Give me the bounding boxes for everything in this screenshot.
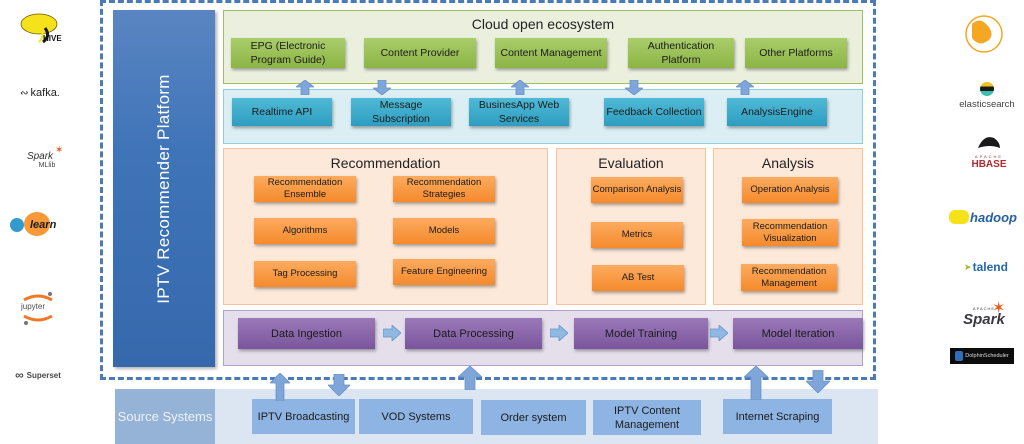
talend-logo: ➤ talend: [964, 260, 1008, 274]
sklearn-logo: learn: [8, 210, 68, 240]
arrow-down-icon: [373, 80, 391, 95]
rec-item-strategies: Recommendation Strategies: [393, 176, 495, 202]
jupyter-logo: jupyter: [18, 290, 58, 326]
service-message-subscription: Message Subscription: [351, 98, 451, 126]
arrow-right-icon: [550, 325, 568, 341]
rec-item-models: Models: [393, 218, 495, 244]
source-iptv-broadcasting: IPTV Broadcasting: [252, 399, 355, 434]
spark-logo: APACHE Spark ✶: [963, 300, 1006, 328]
cloud-item-epg: EPG (Electronic Program Guide): [231, 38, 345, 68]
source-iptv-content-management: IPTV Content Management: [593, 400, 701, 435]
rec-item-feature-engineering: Feature Engineering: [393, 259, 495, 285]
service-feedback-collection: Feedback Collection: [604, 98, 704, 126]
platform-title: IPTV Recommender Platform: [154, 73, 173, 304]
analysis-title: Analysis: [761, 155, 815, 171]
source-order-system: Order system: [481, 400, 586, 435]
hive-logo: HIVE: [15, 10, 65, 45]
superset-logo: ∞ Superset: [15, 368, 61, 382]
arrow-up-icon: [744, 366, 768, 400]
arrow-up-icon: [736, 80, 754, 95]
platform-boundary: [100, 0, 876, 380]
arrow-right-icon: [383, 325, 401, 341]
analysis-item-management: Recommendation Management: [741, 264, 837, 291]
cloud-ecosystem-title: Cloud open ecosystem: [471, 16, 615, 32]
recommendation-title: Recommendation: [330, 155, 441, 171]
rec-item-algorithms: Algorithms: [254, 218, 356, 244]
source-internet-scraping: Internet Scraping: [723, 399, 832, 434]
pipeline-data-ingestion: Data Ingestion: [238, 318, 375, 349]
arrow-up-icon: [296, 80, 314, 95]
eval-item-comparison-analysis: Comparison Analysis: [591, 177, 683, 203]
source-systems-title: Source Systems: [115, 389, 215, 444]
arrow-up-icon: [511, 80, 529, 95]
analysis-item-visualization: Recommendation Visualization: [742, 219, 838, 246]
pipeline-model-iteration: Model Iteration: [733, 318, 863, 349]
eval-item-metrics: Metrics: [591, 222, 683, 248]
pipeline-data-processing: Data Processing: [405, 318, 542, 349]
arrow-down-icon: [625, 80, 643, 95]
platform-bar: IPTV Recommender Platform: [113, 10, 215, 367]
arrow-down-icon: [328, 374, 350, 396]
evaluation-title: Evaluation: [598, 155, 664, 171]
analysis-item-operation: Operation Analysis: [742, 177, 838, 203]
kylin-logo: [962, 12, 1006, 54]
hadoop-logo: hadoop: [946, 206, 1020, 228]
elasticsearch-logo: elasticsearch: [952, 78, 1022, 114]
rec-item-tag-processing: Tag Processing: [254, 261, 356, 287]
hbase-logo: APACHE HBASE: [962, 136, 1016, 170]
eval-item-ab-test: AB Test: [592, 265, 684, 291]
arrow-up-icon: [270, 373, 290, 401]
cloud-item-other-platforms: Other Platforms: [745, 38, 847, 68]
arrow-up-icon: [458, 366, 482, 390]
cloud-item-authentication-platform: Authentication Platform: [628, 38, 734, 68]
rec-item-ensemble: Recommendation Ensemble: [254, 176, 356, 202]
source-vod-systems: VOD Systems: [359, 399, 473, 434]
arrow-down-icon: [806, 370, 830, 393]
cloud-item-content-provider: Content Provider: [364, 38, 476, 68]
pipeline-model-training: Model Training: [574, 318, 708, 349]
service-analysis-engine: AnalysisEngine: [727, 98, 827, 126]
cloud-item-content-management: Content Management: [495, 38, 607, 68]
service-businesapp-web-services: BusinesApp Web Services: [469, 98, 569, 126]
spark-mllib-logo: Spark MLlib ✶: [26, 145, 64, 169]
service-realtime-api: Realtime API: [232, 98, 332, 126]
kafka-logo: ∾ kafka.: [20, 87, 60, 99]
arrow-right-icon: [710, 325, 728, 341]
dolphinscheduler-logo: DolphinScheduler: [950, 348, 1014, 364]
